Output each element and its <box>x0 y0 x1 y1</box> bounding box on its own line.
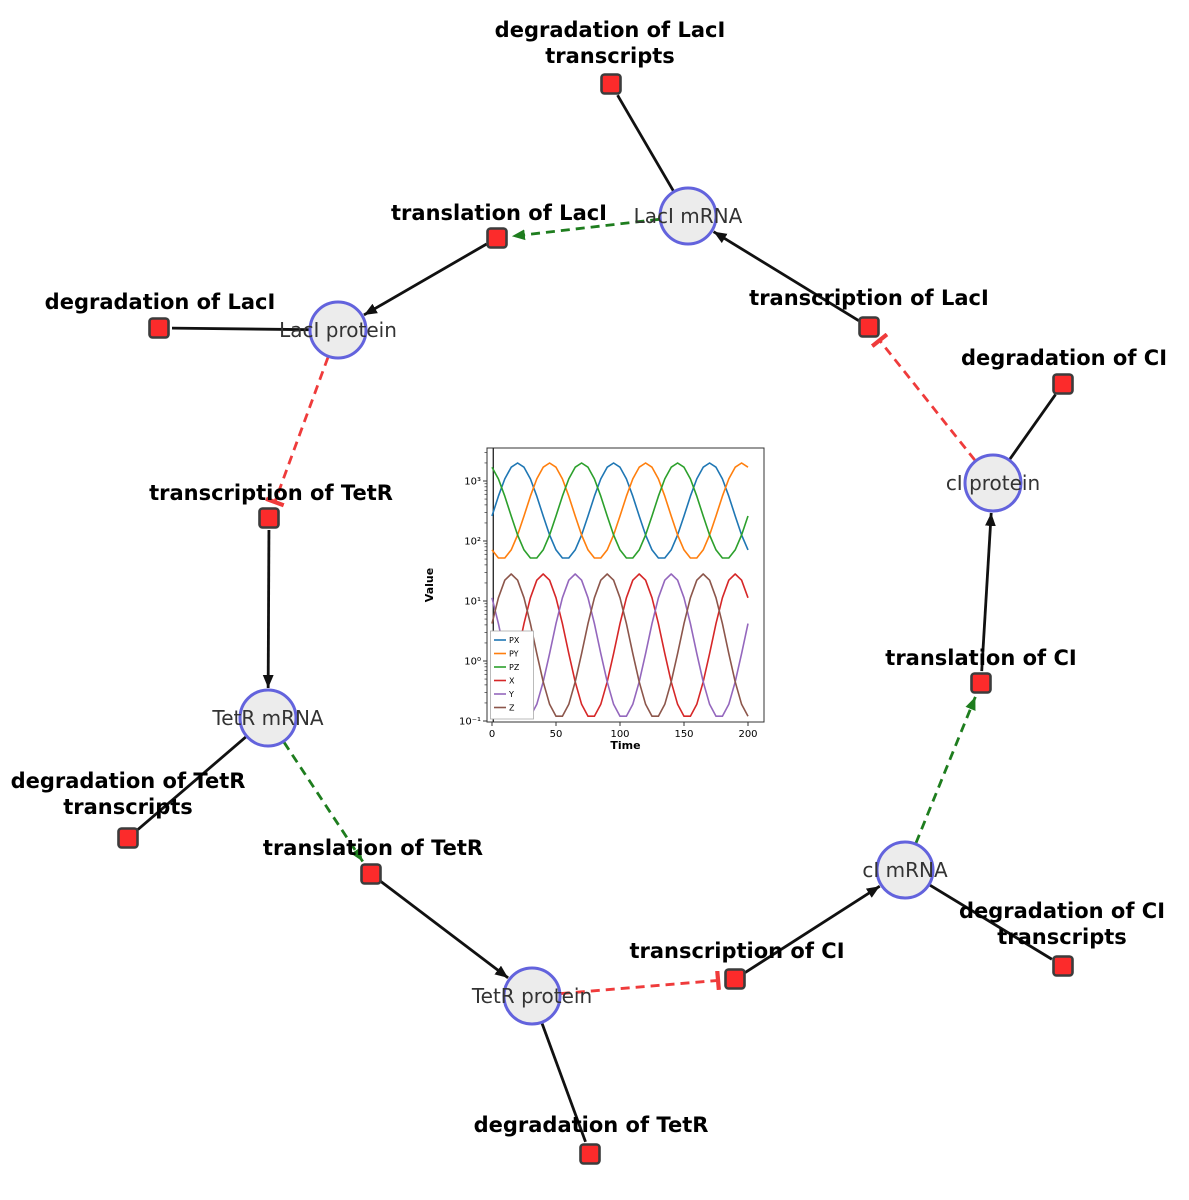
reaction-node-translation-ci[interactable] <box>970 672 992 694</box>
edge-inhibition-ci-protein-to-transcription-laci <box>870 332 977 462</box>
legend-label-PX: PX <box>509 636 520 645</box>
series-line-PY <box>491 462 749 559</box>
species-node-ci-mrna[interactable] <box>875 840 935 900</box>
edge-production-transcription-ci-to-ci-mrna <box>744 885 881 974</box>
edge-consumption-tetr-protein-to-degradation-tetr <box>540 1022 587 1143</box>
edge-consumption-laci-mrna-to-degradation-laci-transcripts <box>616 94 675 192</box>
reaction-label-translation-ci: translation of CI <box>885 646 1076 670</box>
species-label-tetr-mrna: TetR mRNA <box>211 706 324 730</box>
edge-consumption-laci-protein-to-degradation-laci <box>171 326 310 332</box>
chart-legend <box>490 630 534 720</box>
edge-production-transcription-tetr-to-tetr-mrna <box>262 529 274 689</box>
edge-modifier-tetr-mrna-to-translation-tetr <box>282 741 364 863</box>
y-tick-label: 10⁻¹ <box>459 717 481 728</box>
species-node-tetr-mrna[interactable] <box>238 688 298 748</box>
y-tick-label: 10¹ <box>464 597 481 608</box>
species-label-tetr-protein: TetR protein <box>471 984 592 1008</box>
edge-consumption-tetr-mrna-to-degradation-tetr-transcripts <box>136 735 247 831</box>
series-line-Y <box>491 573 749 718</box>
y-axis-label: Value <box>423 568 436 602</box>
edge-production-translation-tetr-to-tetr-protein <box>379 880 509 979</box>
x-tick-label: 0 <box>489 729 495 740</box>
species-label-ci-mrna: cI mRNA <box>862 858 948 882</box>
reaction-node-translation-tetr[interactable] <box>360 863 382 885</box>
edge-modifier-ci-mrna-to-translation-ci <box>914 696 977 844</box>
reaction-node-transcription-tetr[interactable] <box>258 507 280 529</box>
legend-label-PZ: PZ <box>509 663 520 672</box>
y-tick-label: 10⁰ <box>464 657 481 668</box>
series-line-Z <box>491 573 749 718</box>
x-tick-label: 50 <box>550 729 563 740</box>
edge-inhibition-laci-protein-to-transcription-tetr <box>265 356 330 508</box>
species-label-ci-protein: cI protein <box>946 471 1040 495</box>
edge-consumption-ci-protein-to-degradation-ci <box>1008 393 1057 461</box>
species-node-laci-mrna[interactable] <box>658 186 718 246</box>
reaction-node-degradation-ci-transcripts[interactable] <box>1052 955 1074 977</box>
reaction-label-translation-laci: translation of LacI <box>391 201 607 225</box>
reaction-node-degradation-tetr-transcripts[interactable] <box>117 827 139 849</box>
reaction-node-translation-laci[interactable] <box>486 227 508 249</box>
reaction-node-transcription-ci[interactable] <box>724 968 746 990</box>
x-tick-label: 100 <box>610 729 629 740</box>
series-line-PZ <box>491 462 749 559</box>
species-node-ci-protein[interactable] <box>963 453 1023 513</box>
species-node-laci-protein[interactable] <box>308 300 368 360</box>
reaction-label-degradation-tetr: degradation of TetR <box>474 1113 709 1137</box>
reaction-node-degradation-laci-transcripts[interactable] <box>600 73 622 95</box>
reaction-label-degradation-ci: degradation of CI <box>961 346 1167 370</box>
reaction-label-degradation-laci: degradation of LacI <box>45 290 276 314</box>
reaction-node-degradation-tetr[interactable] <box>579 1143 601 1165</box>
species-node-tetr-protein[interactable] <box>502 966 562 1026</box>
edge-production-translation-ci-to-ci-protein <box>980 512 996 672</box>
y-tick-label: 10³ <box>464 477 481 488</box>
edge-production-transcription-laci-to-laci-mrna <box>712 230 860 322</box>
edges-layer <box>136 94 1057 1143</box>
legend-label-X: X <box>509 677 515 686</box>
reaction-node-degradation-ci[interactable] <box>1052 373 1074 395</box>
reaction-label-transcription-tetr: transcription of TetR <box>149 481 393 505</box>
x-tick-label: 200 <box>738 729 757 740</box>
edge-inhibition-tetr-protein-to-transcription-ci <box>560 970 721 995</box>
series-line-PX <box>491 462 749 559</box>
reaction-label-translation-tetr: translation of TetR <box>263 836 483 860</box>
series-line-X <box>492 573 749 718</box>
edge-modifier-laci-mrna-to-translation-laci <box>511 217 660 241</box>
legend-label-Z: Z <box>509 704 515 713</box>
edge-production-translation-laci-to-laci-protein <box>363 242 488 317</box>
y-tick-label: 10² <box>464 537 481 548</box>
x-axis-label: Time <box>610 739 640 752</box>
reaction-node-transcription-laci[interactable] <box>858 316 880 338</box>
species-label-laci-protein: LacI protein <box>279 318 397 342</box>
reaction-label-transcription-laci: transcription of LacI <box>749 286 989 310</box>
legend-label-Y: Y <box>508 690 514 699</box>
x-tick-label: 150 <box>674 729 693 740</box>
legend-label-PY: PY <box>509 650 519 659</box>
reaction-label-transcription-ci: transcription of CI <box>629 939 844 963</box>
reaction-node-degradation-laci[interactable] <box>148 317 170 339</box>
edge-consumption-ci-mrna-to-degradation-ci-transcripts <box>929 883 1053 961</box>
species-label-laci-mrna: LacI mRNA <box>634 204 743 228</box>
